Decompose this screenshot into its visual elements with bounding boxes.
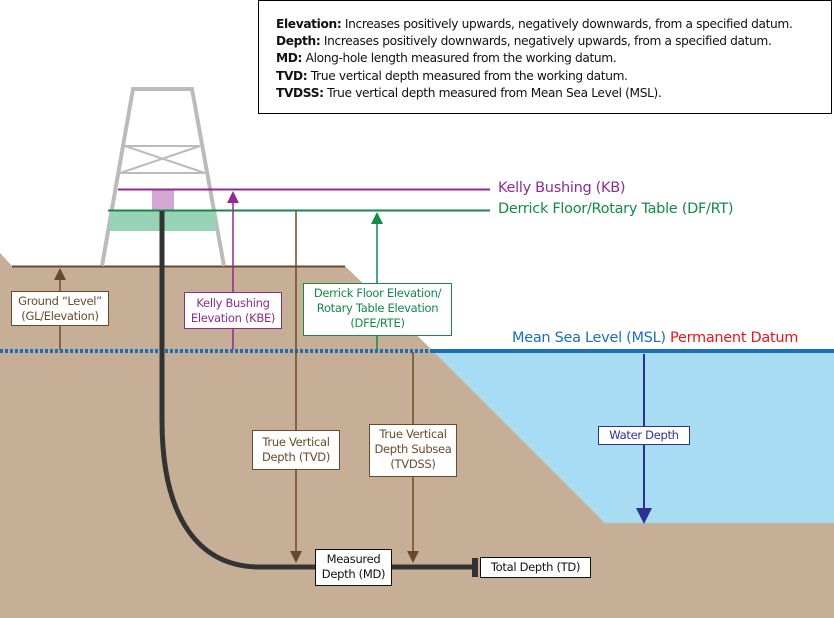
definitions-legend: Elevation: Increases positively upwards,… [258, 0, 832, 114]
msl-label-text: Mean Sea Level (MSL) [512, 330, 666, 346]
md-label: Measured Depth (MD) [315, 549, 392, 586]
permanent-datum-label: Permanent Datum [670, 330, 799, 346]
tvd-label: True Vertical Depth (TVD) [252, 430, 340, 470]
legend-row-tvd: TVD: True vertical depth measured from t… [276, 68, 628, 83]
kelly-bushing-block [152, 190, 174, 210]
td-label: Total Depth (TD) [480, 557, 591, 578]
legend-row-depth: Depth: Increases positively downwards, n… [276, 34, 772, 49]
ground-level-label: Ground “Level” (GL/Elevation) [11, 291, 109, 326]
water-depth-label: Water Depth [598, 426, 690, 445]
dfe-rte-label: Derrick Floor Elevation/ Rotary Table El… [303, 283, 452, 336]
legend-row-md: MD: Along-hole length measured from the … [276, 51, 617, 66]
legend-row-elevation: Elevation: Increases positively upwards,… [276, 17, 793, 31]
kbe-label: Kelly Bushing Elevation (KBE) [184, 292, 282, 329]
tvdss-label: True Vertical Depth Subsea (TVDSS) [369, 424, 457, 477]
kb-line-label: Kelly Bushing (KB) [498, 180, 626, 196]
total-depth-marker [472, 558, 478, 577]
msl-label: Mean Sea Level (MSL) Permanent Datum [512, 330, 798, 346]
legend-row-tvdss: TVDSS: True vertical depth measured from… [276, 85, 662, 100]
derrick [100, 87, 226, 267]
df-line-label: Derrick Floor/Rotary Table (DF/RT) [498, 201, 734, 217]
well-path [159, 211, 473, 570]
